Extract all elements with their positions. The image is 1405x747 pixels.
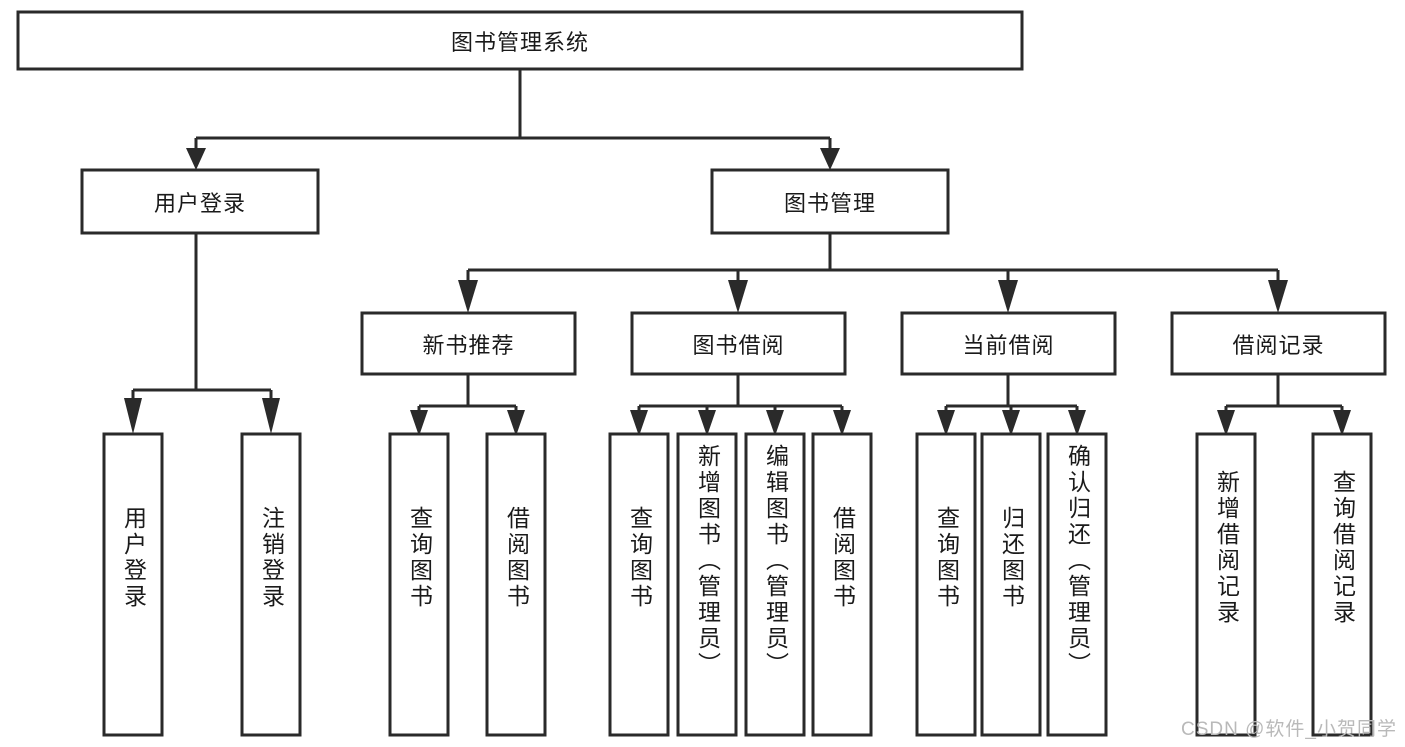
arrow-head-nbr-leaf-2 bbox=[507, 410, 525, 436]
arrow-head-to-book-management bbox=[820, 148, 840, 170]
node-current-borrow[interactable] bbox=[900, 311, 1117, 376]
node-book-management[interactable] bbox=[710, 168, 950, 235]
leaf-box-cb-confirm-return-admin[interactable] bbox=[1046, 432, 1108, 737]
node-root-book-management-system[interactable] bbox=[16, 10, 1024, 71]
node-new-book-recommend[interactable] bbox=[360, 311, 577, 376]
arrow-head-to-current-borrow bbox=[998, 280, 1018, 313]
leaf-box-nbr-borrow-book[interactable] bbox=[485, 432, 547, 737]
leaf-box-logout[interactable] bbox=[240, 432, 302, 737]
arrow-head-br-leaf-1 bbox=[1217, 410, 1235, 436]
arrow-head-cb-leaf-2 bbox=[1002, 410, 1020, 436]
leaf-box-bb-borrow-book[interactable] bbox=[811, 432, 873, 737]
arrow-head-bb-leaf-4 bbox=[833, 410, 851, 436]
arrow-head-nbr-leaf-1 bbox=[410, 410, 428, 436]
leaf-box-bb-add-book-admin[interactable] bbox=[676, 432, 738, 737]
arrow-head-br-leaf-2 bbox=[1333, 410, 1351, 436]
leaf-box-br-add-record[interactable] bbox=[1195, 432, 1257, 737]
arrow-head-bb-leaf-2 bbox=[698, 410, 716, 436]
leaf-box-br-query-record[interactable] bbox=[1311, 432, 1373, 737]
leaf-box-bb-query-book[interactable] bbox=[608, 432, 670, 737]
leaf-box-cb-return-book[interactable] bbox=[980, 432, 1042, 737]
arrow-head-to-user-login bbox=[186, 148, 206, 170]
leaf-box-user-login[interactable] bbox=[102, 432, 164, 737]
node-borrow-record[interactable] bbox=[1170, 311, 1387, 376]
arrow-head-cb-leaf-1 bbox=[937, 410, 955, 436]
arrow-head-bb-leaf-3 bbox=[766, 410, 784, 436]
leaf-box-cb-query-book[interactable] bbox=[915, 432, 977, 737]
arrow-head-to-leaf-logout bbox=[262, 398, 280, 434]
arrow-head-bb-leaf-1 bbox=[630, 410, 648, 436]
arrow-head-to-borrow-record bbox=[1268, 280, 1288, 313]
node-user-login[interactable] bbox=[80, 168, 320, 235]
node-book-borrow[interactable] bbox=[630, 311, 847, 376]
leaf-box-bb-edit-book-admin[interactable] bbox=[744, 432, 806, 737]
arrow-head-cb-leaf-3 bbox=[1068, 410, 1086, 436]
arrow-head-to-leaf-user-login bbox=[124, 398, 142, 434]
arrow-head-to-new-book-recommend bbox=[458, 280, 478, 313]
arrow-head-to-book-borrow bbox=[728, 280, 748, 313]
leaf-box-nbr-query-book[interactable] bbox=[388, 432, 450, 737]
